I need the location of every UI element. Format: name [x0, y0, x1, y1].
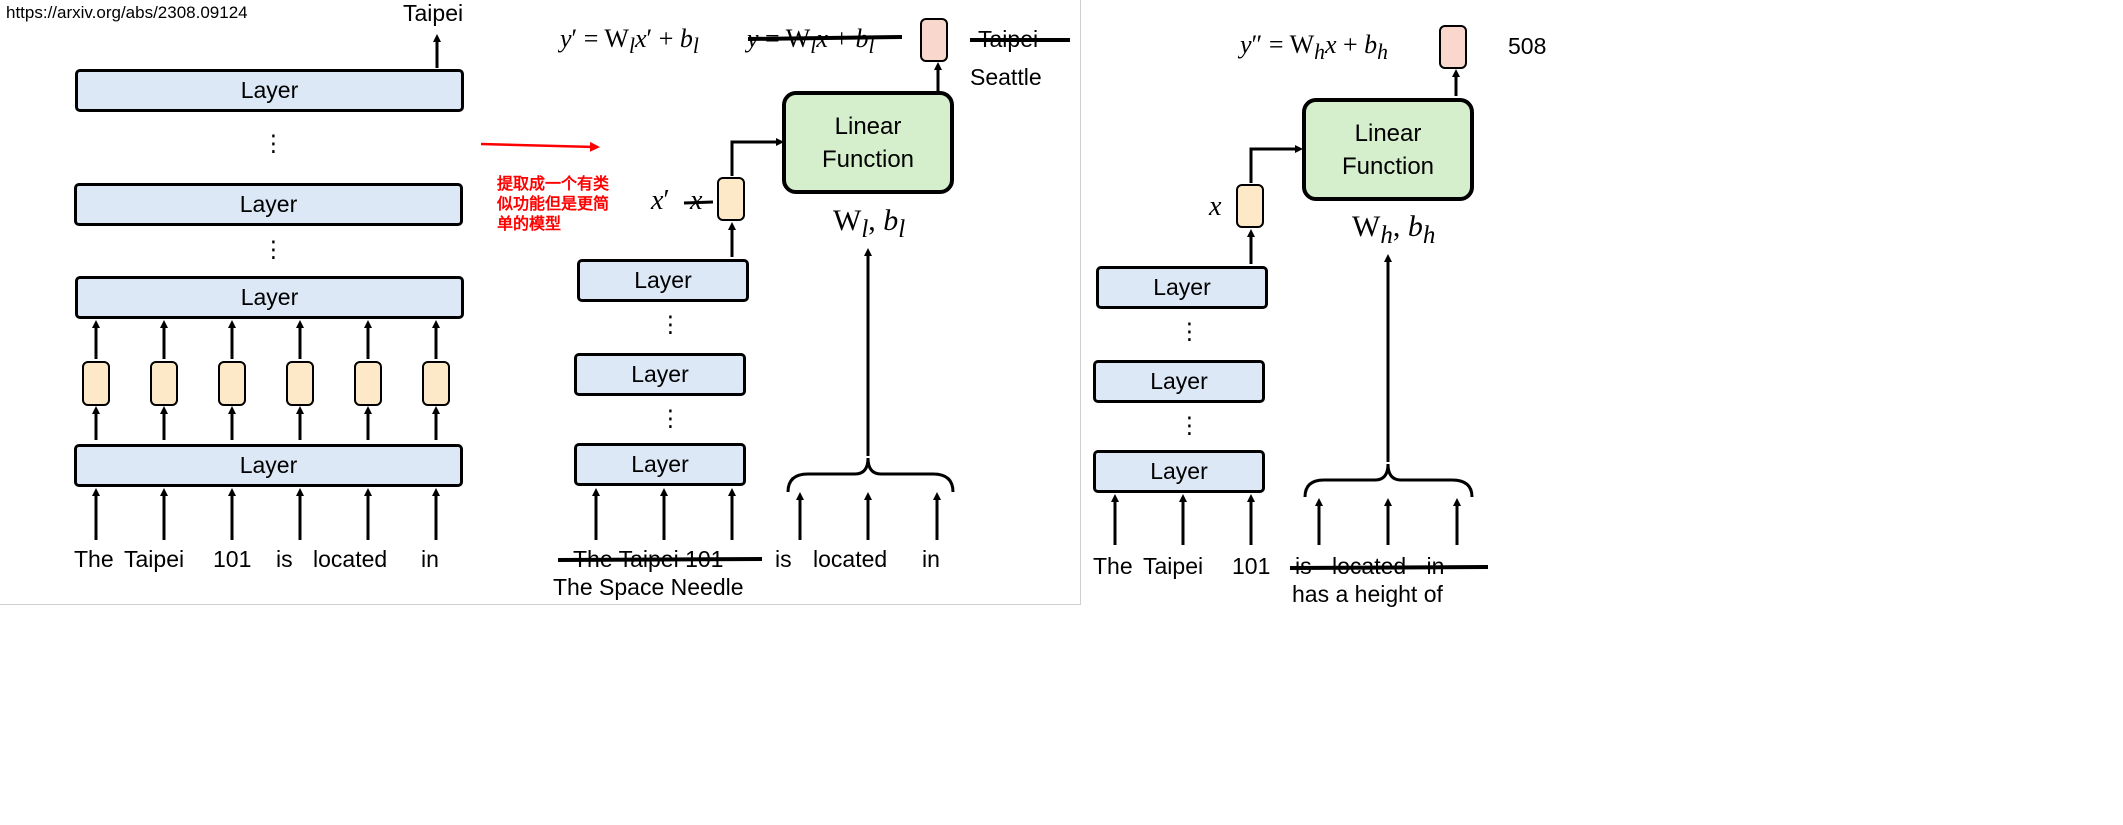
red-arrow [480, 141, 600, 152]
arrows-layer [92, 34, 1489, 570]
chinese-annotation: 提取成一个有类似功能但是更简单的模型 [497, 176, 610, 233]
hidden-vector [218, 361, 246, 406]
vector-x-prime: x′ [651, 185, 670, 216]
left-token-located: located [313, 546, 388, 572]
output-seattle: Seattle [970, 64, 1042, 90]
vector-to-linear-arrow [730, 138, 784, 176]
left-token-is: is [276, 546, 293, 572]
strike-subject [557, 557, 763, 562]
left-token-the: The [74, 546, 114, 572]
right-layer-top: Layer [1096, 266, 1268, 309]
equation-new: y′ = Wlx′ + bl [560, 24, 699, 59]
right-vector-x [1236, 184, 1264, 228]
linear-function-box: Linear Function [782, 91, 954, 194]
middle-token-located: located [813, 546, 888, 572]
linear-label: Linear [1354, 119, 1422, 147]
ellipsis: ⋮ [262, 130, 285, 156]
subject-struck: The Taipei 101 [573, 546, 724, 572]
left-layer-2: Layer [74, 183, 463, 226]
left-token-in: in [421, 546, 439, 572]
hidden-vector [150, 361, 178, 406]
diagram-stage: https://arxiv.org/abs/2308.09124 508 Tai… [0, 0, 1547, 607]
hidden-vector [422, 361, 450, 406]
middle-token-in: in [922, 546, 940, 572]
right-layer-bottom: Layer [1093, 450, 1265, 493]
source-url[interactable]: https://arxiv.org/abs/2308.09124 [6, 3, 248, 22]
page-number: 508 [1508, 33, 1547, 59]
relation-struck: is located in [1295, 553, 1445, 579]
output-struck-taipei: Taipei [978, 26, 1039, 52]
right-layer-2: Layer [1093, 360, 1265, 403]
left-layer-top: Layer [75, 69, 464, 112]
right-token-101: 101 [1232, 553, 1271, 579]
ellipsis: ⋮ [1178, 318, 1201, 344]
right-token-the: The [1093, 553, 1133, 579]
middle-token-is: is [775, 546, 792, 572]
right-vector-x-label: x [1209, 191, 1222, 222]
left-layer-3: Layer [75, 276, 464, 319]
middle-layer-2: Layer [574, 353, 746, 396]
middle-vector-x [717, 177, 745, 221]
right-token-taipei: Taipei [1143, 553, 1204, 579]
ellipsis: ⋮ [659, 311, 682, 337]
output-vector [920, 18, 948, 62]
left-token-taipei: Taipei [124, 546, 185, 572]
vector-x-struck: x [690, 185, 703, 216]
right-linear-function-box: Linear Function [1302, 98, 1474, 201]
params-wl-bl: Wl, bl [833, 204, 906, 243]
hidden-vector [82, 361, 110, 406]
hidden-vector [286, 361, 314, 406]
ellipsis: ⋮ [659, 405, 682, 431]
brace-middle [786, 457, 955, 493]
brace-right [1303, 463, 1474, 498]
equation-height: y″ = Whx + bh [1240, 30, 1388, 65]
subject-space-needle: The Space Needle [553, 574, 744, 600]
right-output-vector [1439, 25, 1467, 69]
equation-old: y = Wlx + bl [747, 24, 875, 59]
linear-label: Linear [834, 112, 902, 140]
left-token-101: 101 [213, 546, 252, 572]
strike-x [683, 200, 714, 205]
vector-to-linear-arrow [1249, 145, 1303, 183]
hidden-vector [354, 361, 382, 406]
ellipsis: ⋮ [1178, 412, 1201, 438]
function-label: Function [1341, 152, 1435, 180]
left-layer-bottom: Layer [74, 444, 463, 487]
params-wh-bh: Wh, bh [1352, 210, 1436, 249]
ellipsis: ⋮ [262, 236, 285, 262]
strike-relation [1289, 565, 1489, 570]
left-output-taipei: Taipei [403, 0, 464, 26]
relation-height-of: has a height of [1292, 581, 1443, 607]
middle-layer-top: Layer [577, 259, 749, 302]
middle-layer-bottom: Layer [574, 443, 746, 486]
function-label: Function [821, 145, 915, 173]
strike-eq-old [747, 35, 903, 41]
